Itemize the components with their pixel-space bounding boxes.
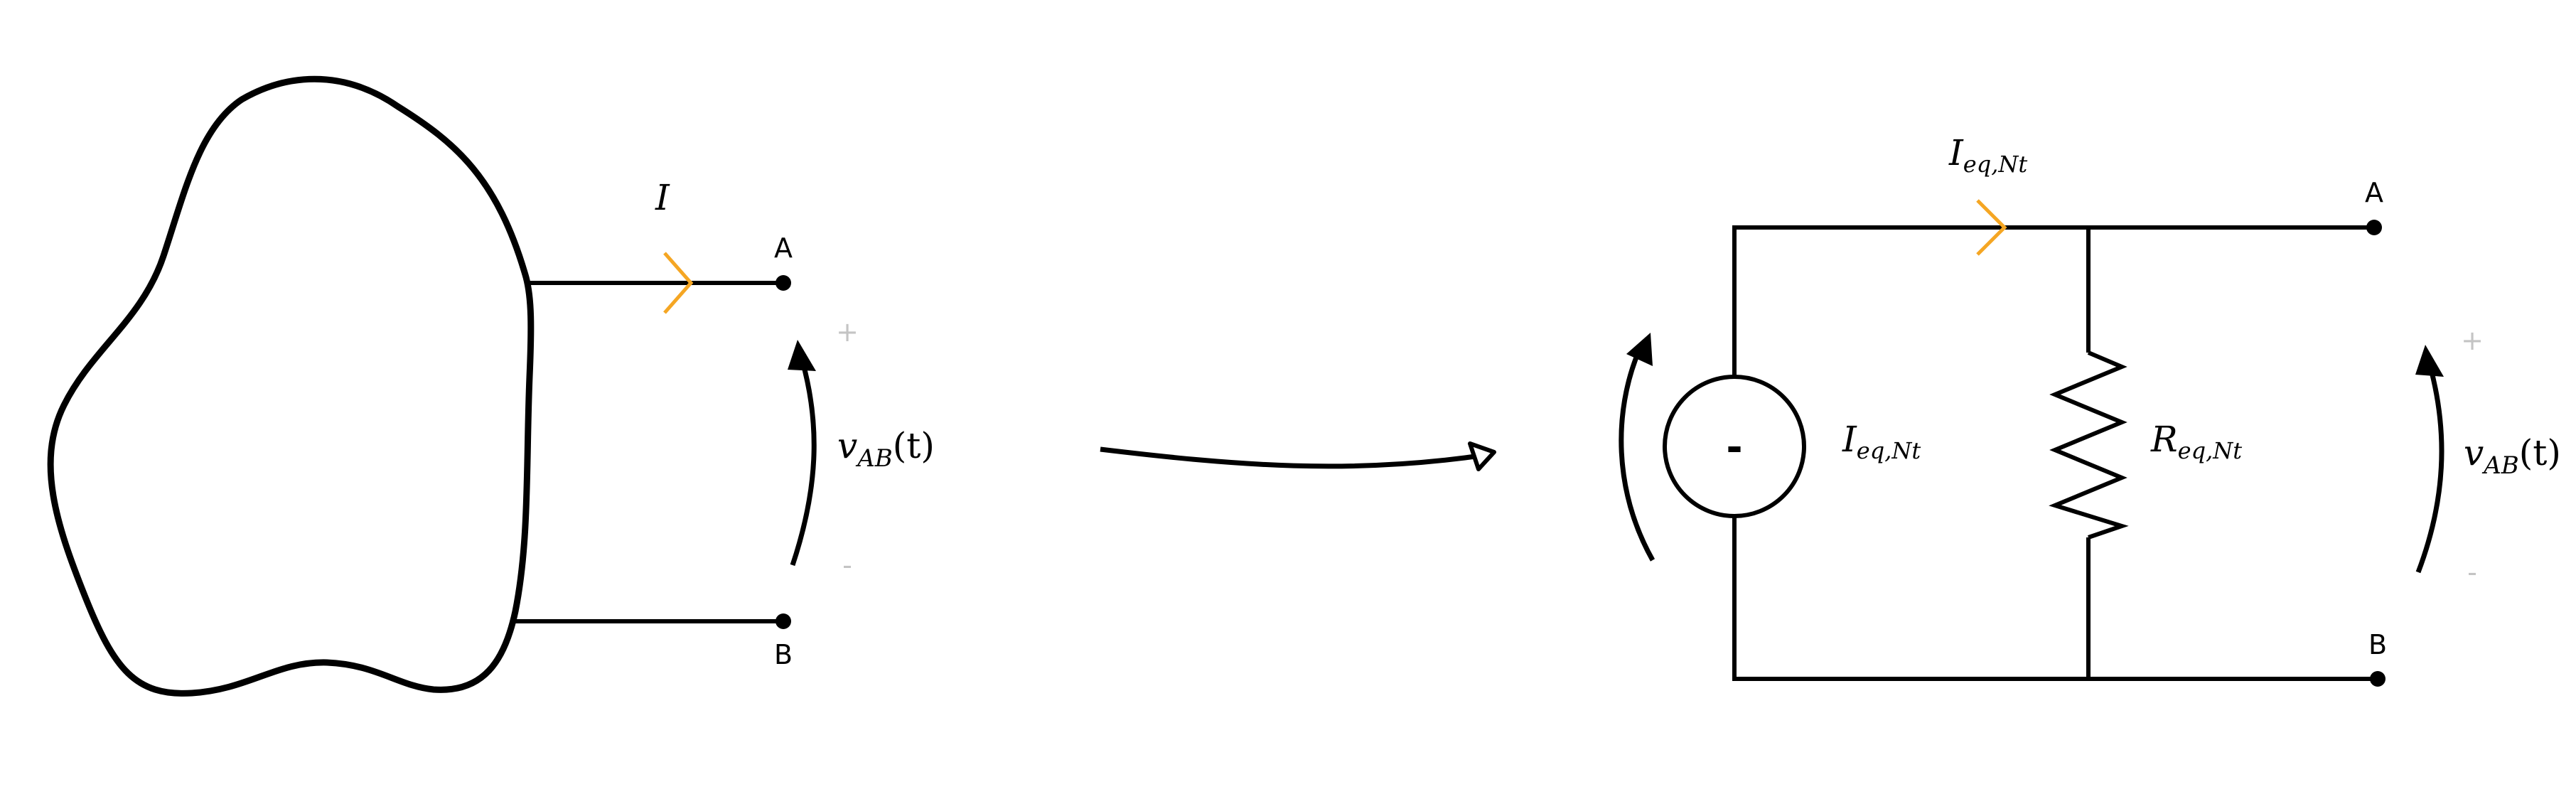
- right-voltage-arrowhead-icon: [2415, 345, 2444, 377]
- left-voltage-label: vAB(t): [837, 425, 935, 473]
- source-direction-arc: [1619, 350, 1655, 562]
- transform-arrowhead-icon: [1468, 441, 1496, 471]
- transform-arrow: [1100, 441, 1496, 471]
- network-blob: [47, 75, 535, 697]
- right-current-label: Ieq,Nt: [1948, 132, 2027, 178]
- left-plus-sign: +: [836, 316, 859, 348]
- right-terminal-a-label: A: [2365, 177, 2383, 208]
- right-terminal-a-dot: [2366, 220, 2382, 235]
- left-current-arrow-icon: [663, 252, 694, 314]
- right-terminal-b-label: B: [2368, 629, 2387, 660]
- right-current-arrow-icon: [1976, 199, 2007, 256]
- source-direction-arrowhead-icon: [1626, 333, 1653, 366]
- left-terminal-a-label: A: [774, 232, 793, 264]
- left-wires: [510, 252, 791, 629]
- right-minus-sign: -: [2467, 557, 2477, 588]
- current-source: [1663, 375, 1806, 518]
- left-current-label: I: [655, 177, 670, 218]
- right-terminal-b-dot: [2370, 671, 2386, 687]
- right-plus-sign: +: [2461, 325, 2484, 356]
- source-label: Ieq,Nt: [1842, 419, 1921, 464]
- transform-arrow-line: [1100, 446, 1486, 469]
- left-voltage-arrow: [788, 340, 817, 567]
- right-voltage-arc: [2415, 363, 2444, 574]
- left-voltage-arc: [790, 358, 817, 567]
- right-voltage-arrow: [2415, 345, 2444, 574]
- left-voltage-arrowhead-icon: [788, 340, 816, 371]
- source-symbol: -: [1726, 424, 1742, 471]
- left-terminal-b-dot: [776, 613, 791, 629]
- equivalent-circuit: [1663, 199, 2386, 687]
- left-minus-sign: -: [842, 549, 852, 581]
- left-terminal-b-label: B: [774, 639, 793, 670]
- source-direction-arrow: [1619, 333, 1655, 562]
- network-blob-group: [47, 75, 535, 697]
- resistor-label: Req,Nt: [2150, 419, 2242, 464]
- left-terminal-a-dot: [776, 275, 791, 291]
- right-voltage-label: vAB(t): [2464, 432, 2561, 480]
- resistor-zigzag: [2049, 350, 2129, 540]
